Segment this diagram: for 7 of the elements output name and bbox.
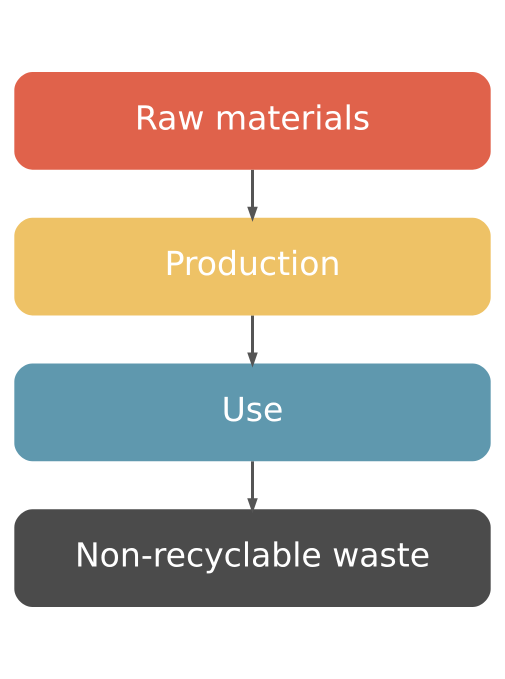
node-box: Use [14,364,491,462]
arrow [247,461,258,514]
arrow [247,316,258,368]
arrow [247,170,258,222]
node-box: Production [14,218,491,316]
node-box: Raw materials [14,72,491,170]
node-box: Non-recyclable waste [14,509,491,607]
